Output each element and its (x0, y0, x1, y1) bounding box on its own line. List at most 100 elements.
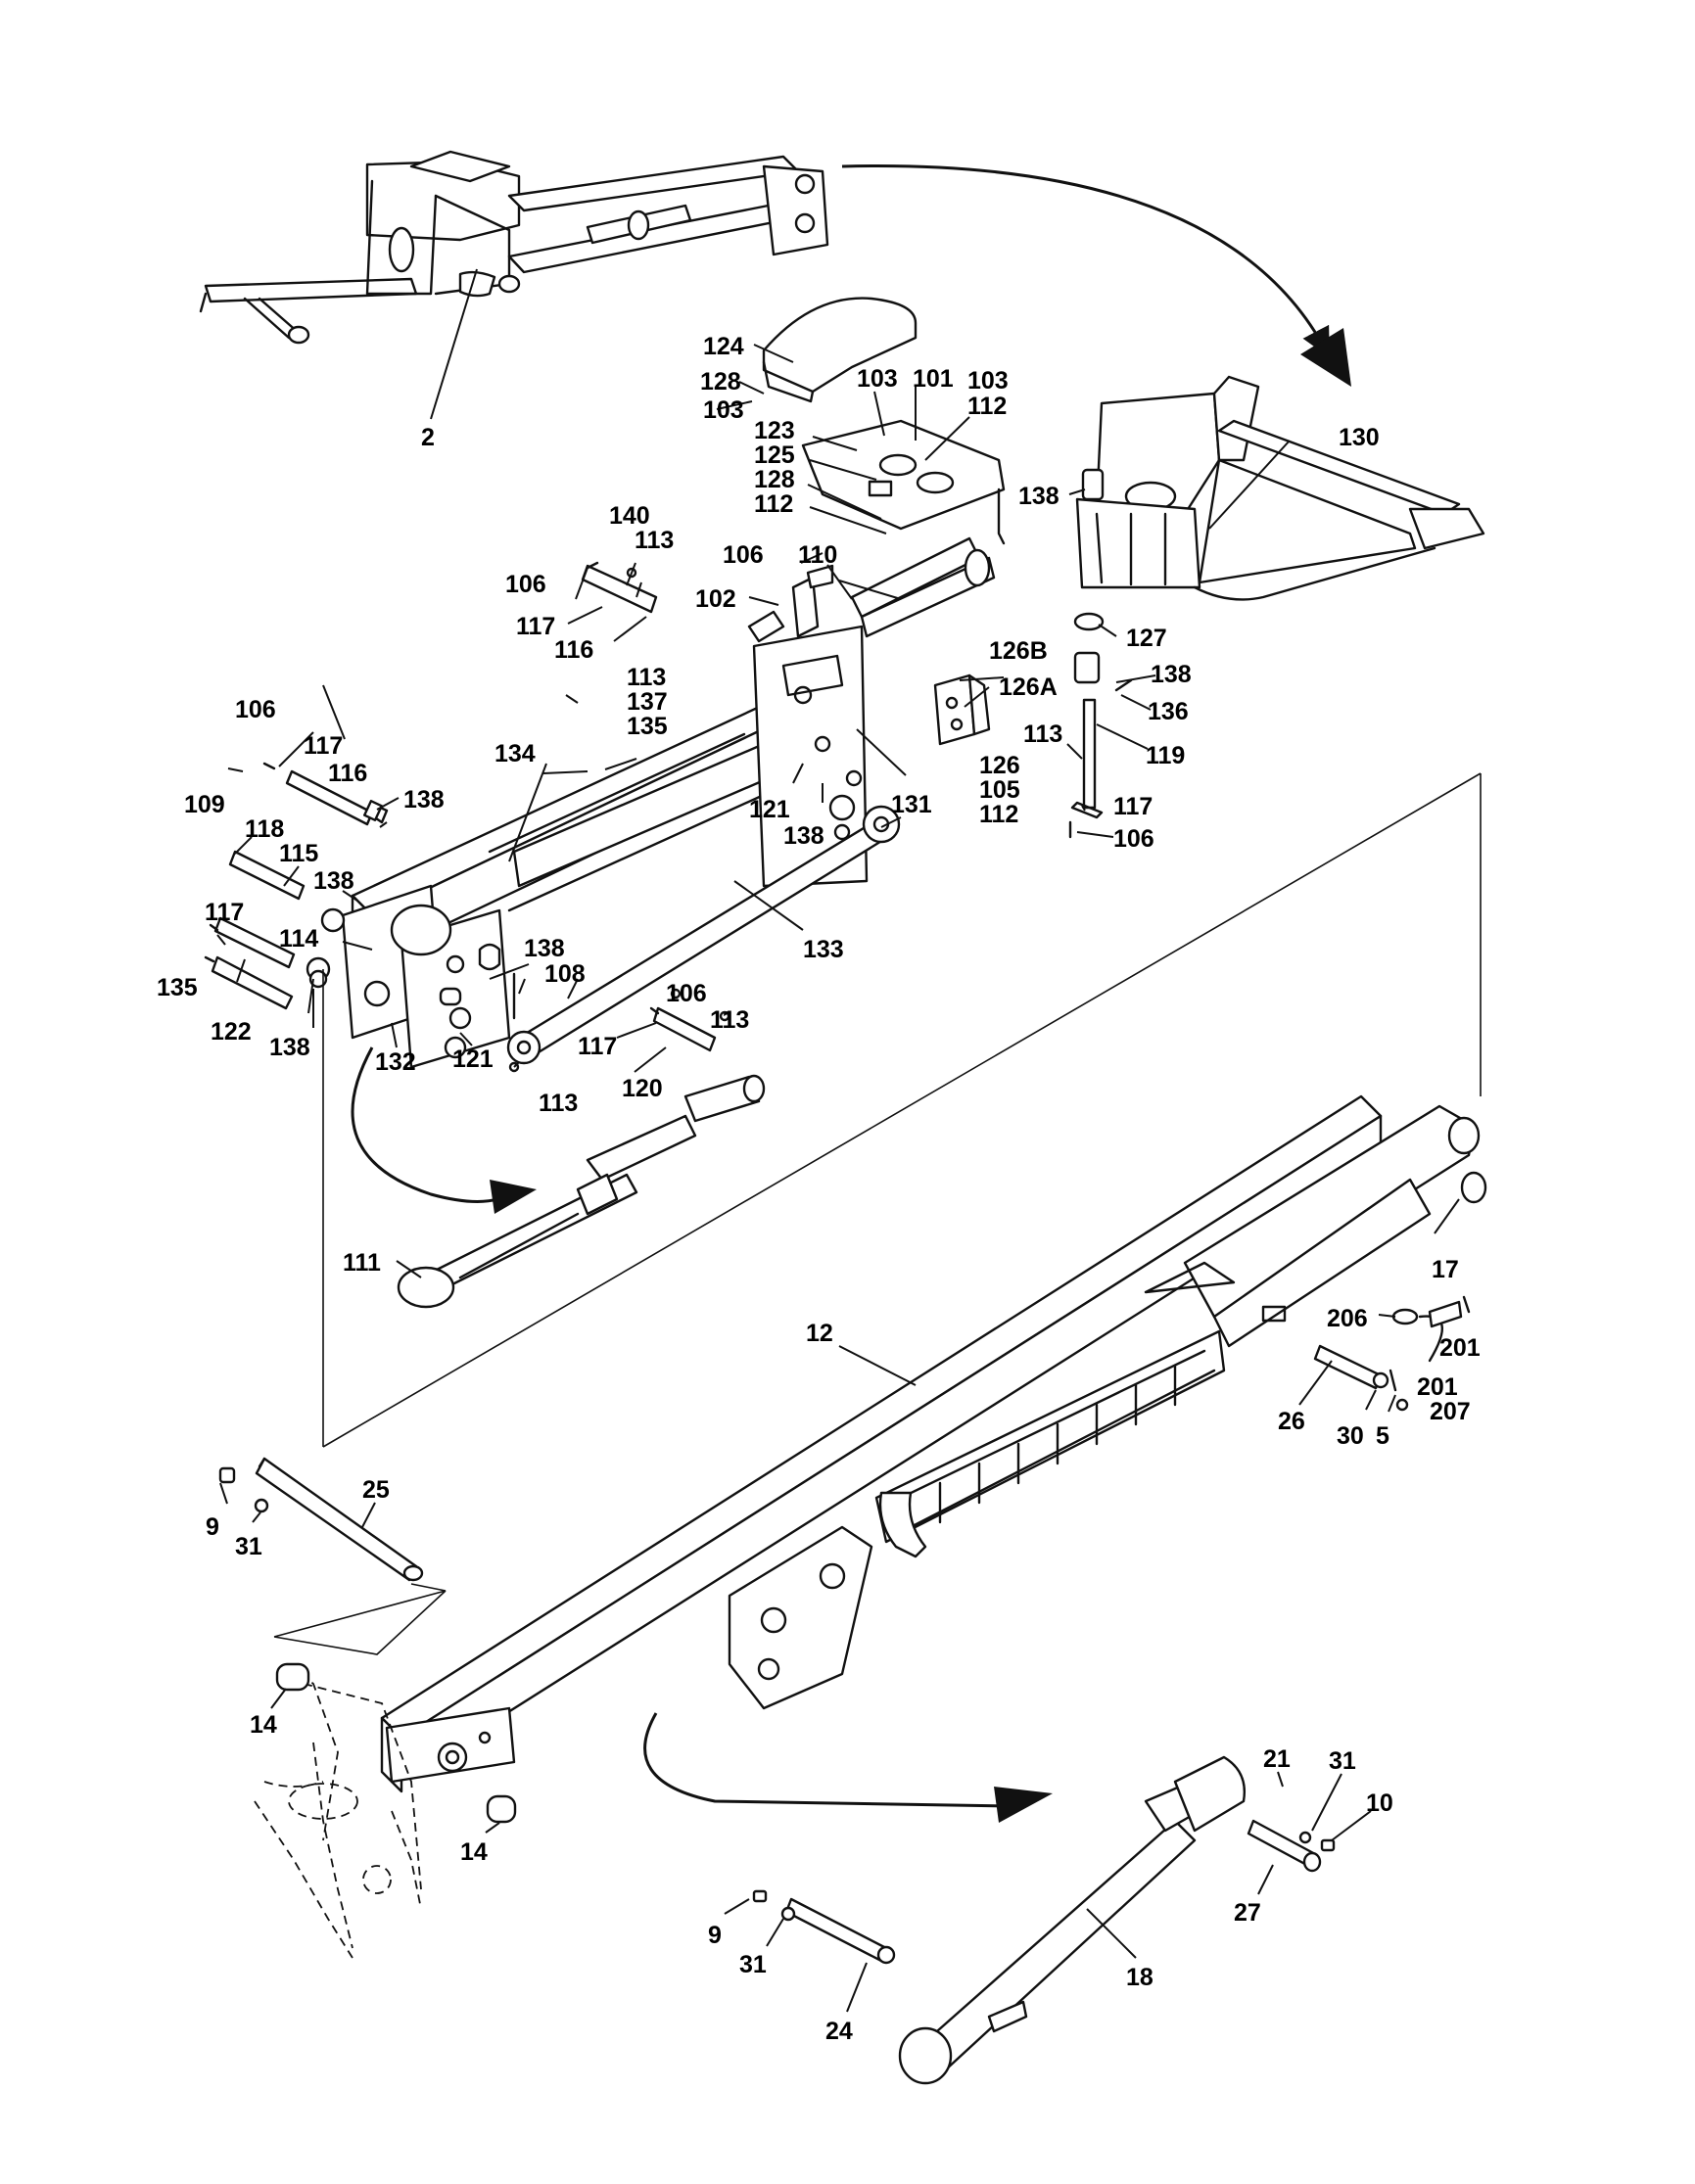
callout-label: 30 (1337, 1422, 1364, 1450)
callout-arrow-bottom (643, 1712, 1010, 1808)
callout-label: 26 (1278, 1408, 1305, 1435)
callout-label: 114 (279, 925, 318, 953)
callout-label: 106 (723, 541, 764, 569)
callout-label: 9 (206, 1513, 219, 1541)
callout-label: 17 (1432, 1256, 1459, 1283)
callout-label: 103 (967, 367, 1009, 395)
callout-label: 126B (989, 637, 1048, 665)
callout-label: 117 (578, 1033, 617, 1060)
callout-label: 117 (516, 613, 555, 640)
callout-label: 105 (979, 776, 1020, 804)
callout-label: 111 (343, 1249, 381, 1277)
callout-label: 118 (245, 815, 284, 843)
callout-label: 31 (235, 1533, 262, 1560)
left-lower-hardware (218, 1457, 447, 1655)
callout-label: 138 (783, 822, 824, 850)
callout-label: 131 (891, 791, 932, 818)
callout-label: 112 (754, 490, 793, 518)
callout-label: 126A (999, 674, 1058, 701)
callout-label: 207 (1430, 1398, 1471, 1425)
callout-label: 138 (269, 1034, 310, 1061)
callout-label: 103 (857, 365, 898, 393)
callout-label: 123 (754, 417, 795, 444)
callout-label: 106 (235, 696, 276, 723)
callout-label: 106 (505, 571, 546, 598)
callout-label: 112 (967, 393, 1007, 420)
mounting-bracket-dashed (254, 1662, 517, 1959)
callout-label: 103 (703, 396, 744, 424)
callout-label: 125 (754, 441, 795, 469)
callout-label: 130 (1339, 424, 1380, 451)
callout-label: 116 (328, 760, 367, 787)
callout-label: 113 (1023, 720, 1062, 748)
arrow-head-cylinder (490, 1180, 537, 1214)
valve-block (933, 674, 991, 746)
callout-label: 126 (979, 752, 1020, 779)
callout-label: 132 (375, 1048, 416, 1076)
callout-label: 24 (825, 2018, 853, 2045)
callout-label: 106 (1113, 825, 1154, 853)
main-boom (380, 1094, 1487, 1793)
callout-label: 119 (1146, 742, 1185, 769)
callout-label: 136 (1148, 698, 1189, 725)
callout-label: 31 (1329, 1747, 1356, 1775)
callout-label: 112 (979, 801, 1018, 828)
turret-pivot-parts (1068, 612, 1133, 839)
callout-label: 140 (609, 502, 650, 530)
callout-arrow-cylinder (351, 1046, 510, 1203)
callout-label: 137 (627, 688, 668, 716)
boom-cylinder (752, 1755, 1336, 2085)
callout-label: 117 (205, 899, 244, 926)
callout-label: 128 (700, 368, 741, 395)
callout-label: 5 (1376, 1422, 1389, 1450)
callout-label: 124 (703, 333, 744, 360)
arrow-head-top (1300, 328, 1351, 387)
callout-label: 121 (452, 1046, 494, 1073)
callout-label: 135 (157, 974, 198, 1001)
callout-arrow-top (841, 164, 1330, 358)
callout-label: 138 (1018, 483, 1059, 510)
callout-label: 113 (635, 527, 674, 554)
callout-label: 117 (1113, 793, 1153, 820)
callout-label: 106 (666, 980, 707, 1007)
callout-label: 116 (554, 636, 593, 664)
callout-label: 138 (524, 935, 565, 962)
callout-label: 127 (1126, 625, 1167, 652)
callout-label: 138 (313, 867, 354, 895)
callout-label: 122 (211, 1018, 252, 1046)
callout-labels: 2 124 128 103 103 101 103 112 123 125 12… (157, 333, 1481, 2045)
callout-label: 113 (710, 1006, 749, 1034)
callout-label: 14 (460, 1838, 488, 1866)
callout-label: 25 (362, 1476, 390, 1504)
callout-label: 2 (421, 424, 435, 451)
callout-label: 134 (494, 740, 536, 767)
turret-frame (1075, 375, 1485, 601)
callout-label: 113 (627, 664, 666, 691)
callout-label: 108 (544, 960, 586, 988)
callout-label: 9 (708, 1922, 722, 1949)
loose-pins-left (204, 561, 730, 1073)
callout-label: 133 (803, 936, 844, 963)
callout-label: 138 (403, 786, 445, 813)
right-hardware (1313, 1295, 1471, 1412)
callout-label: 12 (806, 1320, 833, 1347)
callout-label: 21 (1263, 1745, 1291, 1773)
callout-label: 110 (798, 541, 837, 569)
inner-boom-assembly (341, 536, 996, 1069)
callout-label: 120 (622, 1075, 663, 1102)
callout-label: 201 (1439, 1334, 1481, 1362)
leader-lines (216, 268, 1460, 2013)
callout-label: 31 (739, 1951, 767, 1978)
section-frame (322, 772, 1482, 1448)
callout-label: 206 (1327, 1305, 1368, 1332)
callout-label: 115 (279, 840, 318, 867)
callout-label: 135 (627, 713, 668, 740)
callout-label: 201 (1417, 1373, 1458, 1401)
callout-label: 117 (304, 732, 343, 760)
callout-label: 109 (184, 791, 225, 818)
callout-label: 138 (1151, 661, 1192, 688)
callout-label: 121 (749, 796, 790, 823)
callout-label: 27 (1234, 1899, 1261, 1927)
callout-label: 128 (754, 466, 795, 493)
